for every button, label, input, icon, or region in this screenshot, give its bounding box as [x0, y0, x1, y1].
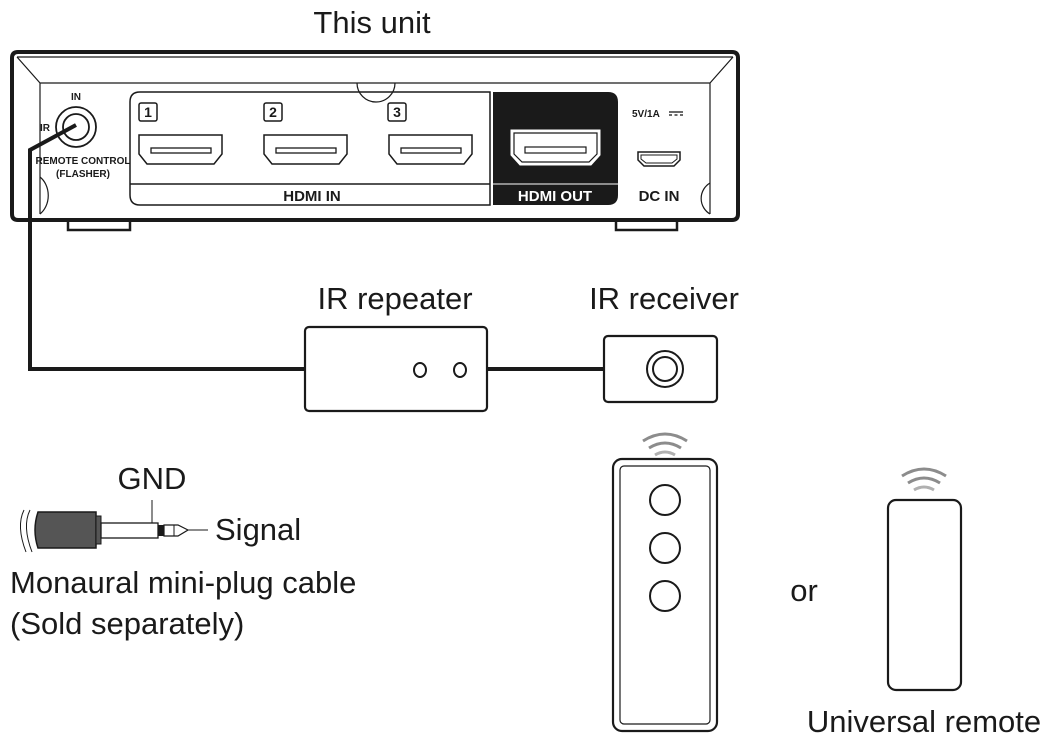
micro-usb-socket-icon — [637, 151, 681, 167]
ir-cable — [28, 123, 305, 371]
universal-remote-label: Universal remote — [807, 704, 1041, 739]
ir-label: IR — [40, 123, 51, 134]
hdmi-port-number: 2 — [269, 104, 277, 120]
hdmi-in-port-3: 3 — [387, 102, 473, 165]
hdmi-port-number: 1 — [144, 104, 152, 120]
gnd-label: GND — [118, 461, 187, 496]
dc-in-label: DC IN — [639, 188, 680, 205]
unit-rear-panel — [10, 50, 740, 232]
flasher-caption: (FLASHER) — [56, 169, 110, 180]
hdmi-socket-icon — [263, 134, 348, 165]
original-remote — [611, 457, 719, 733]
ir-signal-waves-icon — [642, 432, 688, 457]
hdmi-out-label: HDMI OUT — [518, 188, 592, 205]
ir-repeater — [303, 325, 489, 413]
ir-in-label: IN — [71, 92, 81, 103]
hdmi-port-number: 3 — [393, 104, 401, 120]
led-icon — [453, 362, 467, 378]
cable-sold-separately: (Sold separately) — [10, 606, 244, 641]
dc-symbol-icon — [669, 111, 683, 116]
ir-receiver-label: IR receiver — [589, 281, 739, 316]
hdmi-in-port-1: 1 — [138, 102, 223, 165]
hdmi-in-group: HDMI IN — [129, 91, 491, 206]
hdmi-socket-icon — [138, 134, 223, 165]
unit-label: This unit — [313, 5, 431, 40]
hdmi-out-port: HDMI OUT — [493, 92, 618, 205]
signal-label: Signal — [215, 512, 301, 547]
ir-repeater-label: IR repeater — [317, 281, 472, 316]
universal-remote — [886, 498, 963, 692]
hdmi-in-port-2: 2 — [263, 102, 348, 165]
ir-receiver — [602, 334, 719, 404]
cable-caption: Monaural mini-plug cable — [10, 565, 356, 600]
remote-control-caption: REMOTE CONTROL — [36, 156, 131, 167]
dc-rating-label: 5V/1A — [632, 109, 660, 120]
remote-button — [649, 580, 681, 612]
remote-button — [649, 484, 681, 516]
led-icon — [413, 362, 427, 378]
remote-button — [649, 532, 681, 564]
mini-plug-cable — [20, 500, 208, 553]
sensor-icon — [646, 350, 684, 388]
hdmi-in-label: HDMI IN — [283, 188, 341, 205]
ir-flasher-port: IN IR REMOTE CONTROL (FLASHER) — [36, 92, 131, 180]
ir-signal-waves-icon — [901, 467, 947, 492]
or-label: or — [790, 573, 818, 608]
hdmi-socket-icon — [388, 134, 473, 165]
dc-in-port: 5V/1A DC IN — [632, 109, 683, 205]
